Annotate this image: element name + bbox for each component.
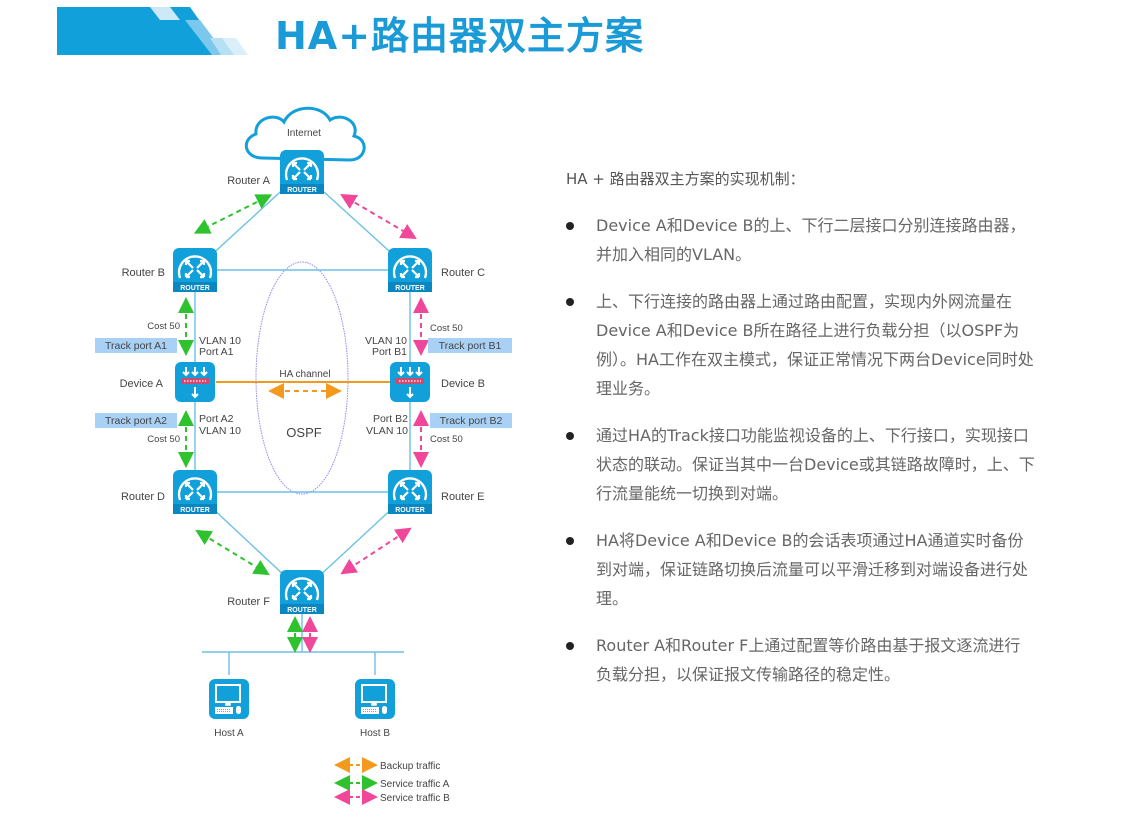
legend: Backup traffic Service traffic A Service… [334,757,450,805]
list-item: 通过HA的Track接口功能监视设备的上、下行接口，实现接口状态的联动。保证当其… [566,421,1036,508]
router-badge: ROUTER [287,607,317,614]
router-f[interactable]: ROUTER [278,568,326,616]
bullet-icon [566,537,574,545]
service-b-arrow [340,527,412,575]
track-port-a2-box [95,413,177,428]
router-f-label: Router F [227,596,270,608]
track-port-b2: Track port B2 [440,415,503,427]
device-a[interactable] [174,361,216,403]
port-b1-name: Port B1 [372,346,407,358]
router-c-label: Router C [441,267,485,279]
router-badge: ROUTER [287,187,317,194]
port-b1-vlan: VLAN 10 [365,335,407,347]
host-b[interactable] [354,678,396,720]
router-e-label: Router E [441,491,484,503]
list-item: Device A和Device B的上、下行二层接口分别连接路由器，并加入相同的… [566,211,1036,269]
list-item-text: 上、下行连接的路由器上通过路由配置，实现内外网流量在Device A和Devic… [596,292,1034,398]
description-panel: HA + 路由器双主方案的实现机制： Device A和Device B的上、下… [566,168,1036,707]
legend-service-a-label: Service traffic A [380,779,450,790]
track-port-b2-box [430,413,512,428]
router-d-label: Router D [121,491,165,503]
internet-label: Internet [287,128,321,139]
list-item-text: Device A和Device B的上、下行二层接口分别连接路由器，并加入相同的… [596,216,1026,264]
host-a[interactable] [208,678,250,720]
bullet-icon [566,642,574,650]
banner-stripe [210,38,236,55]
bullet-icon [566,432,574,440]
cost-label: Cost 50 [147,434,180,445]
router-b[interactable]: ROUTER [171,246,219,294]
list-item: HA将Device A和Device B的会话表项通过HA通道实时备份到对端，保… [566,526,1036,613]
host-b-label: Host B [360,728,390,739]
banner-stripe [222,38,248,55]
firewall-device-icon [174,361,216,403]
internet-cloud-icon [244,106,366,162]
firewall-device-icon [389,361,431,403]
port-a1-name: Port A1 [199,346,234,358]
port-b2-name: Port B2 [373,413,408,425]
port-b2-vlan: VLAN 10 [366,425,408,437]
cost-label: Cost 50 [147,321,180,332]
ospf-label: OSPF [286,425,321,440]
device-b[interactable] [389,361,431,403]
service-a-arrow [193,194,273,234]
router-e[interactable]: ROUTER [386,468,434,516]
bullet-icon [566,298,574,306]
host-a-label: Host A [214,728,244,739]
legend-service-b-label: Service traffic B [380,793,450,804]
list-item: Router A和Router F上通过配置等价路由基于报文逐流进行负载分担，以… [566,631,1036,689]
device-a-label: Device A [120,378,164,390]
header-banner [57,7,248,55]
bullet-icon [566,222,574,230]
computer-icon [354,678,396,720]
description-intro: HA + 路由器双主方案的实现机制： [566,170,805,188]
ospf-area [255,261,349,495]
banner-stripe [150,7,180,20]
router-d[interactable]: ROUTER [171,468,219,516]
list-item: 上、下行连接的路由器上通过路由配置，实现内外网流量在Device A和Devic… [566,287,1036,403]
cost-label: Cost 50 [430,434,463,445]
service-b-arrow [340,193,417,240]
service-a-arrow [195,529,270,576]
legend-backup-label: Backup traffic [380,761,440,772]
list-item-text: 通过HA的Track接口功能监视设备的上、下行接口，实现接口状态的联动。保证当其… [596,426,1035,503]
router-badge: ROUTER [395,285,425,292]
list-item-text: HA将Device A和Device B的会话表项通过HA通道实时备份到对端，保… [596,531,1029,608]
port-a1-vlan: VLAN 10 [199,335,241,347]
device-b-label: Device B [441,378,485,390]
network-diagram: Internet ROUTER Router A ROUTER Router B… [95,106,512,805]
page-title: HA+路由器双主方案 [275,14,645,58]
router-b-label: Router B [122,267,165,279]
list-item-text: Router A和Router F上通过配置等价路由基于报文逐流进行负载分担，以… [596,636,1021,684]
track-port-b1-box [428,338,512,353]
description-list: Device A和Device B的上、下行二层接口分别连接路由器，并加入相同的… [566,211,1036,689]
track-port-a1: Track port A1 [105,340,167,352]
router-a-label: Router A [227,175,270,187]
cost-label: Cost 50 [430,323,463,334]
ha-channel-label: HA channel [279,369,330,380]
computer-icon [208,678,250,720]
router-c[interactable]: ROUTER [386,246,434,294]
port-a2-name: Port A2 [199,413,234,425]
track-port-a1-box [95,338,177,353]
banner-block [57,7,224,55]
track-port-a2: Track port A2 [105,415,167,427]
router-badge: ROUTER [395,507,425,514]
router-a[interactable]: ROUTER [278,148,326,196]
router-badge: ROUTER [180,285,210,292]
port-a2-vlan: VLAN 10 [199,425,241,437]
router-badge: ROUTER [180,507,210,514]
track-port-b1: Track port B1 [439,340,502,352]
